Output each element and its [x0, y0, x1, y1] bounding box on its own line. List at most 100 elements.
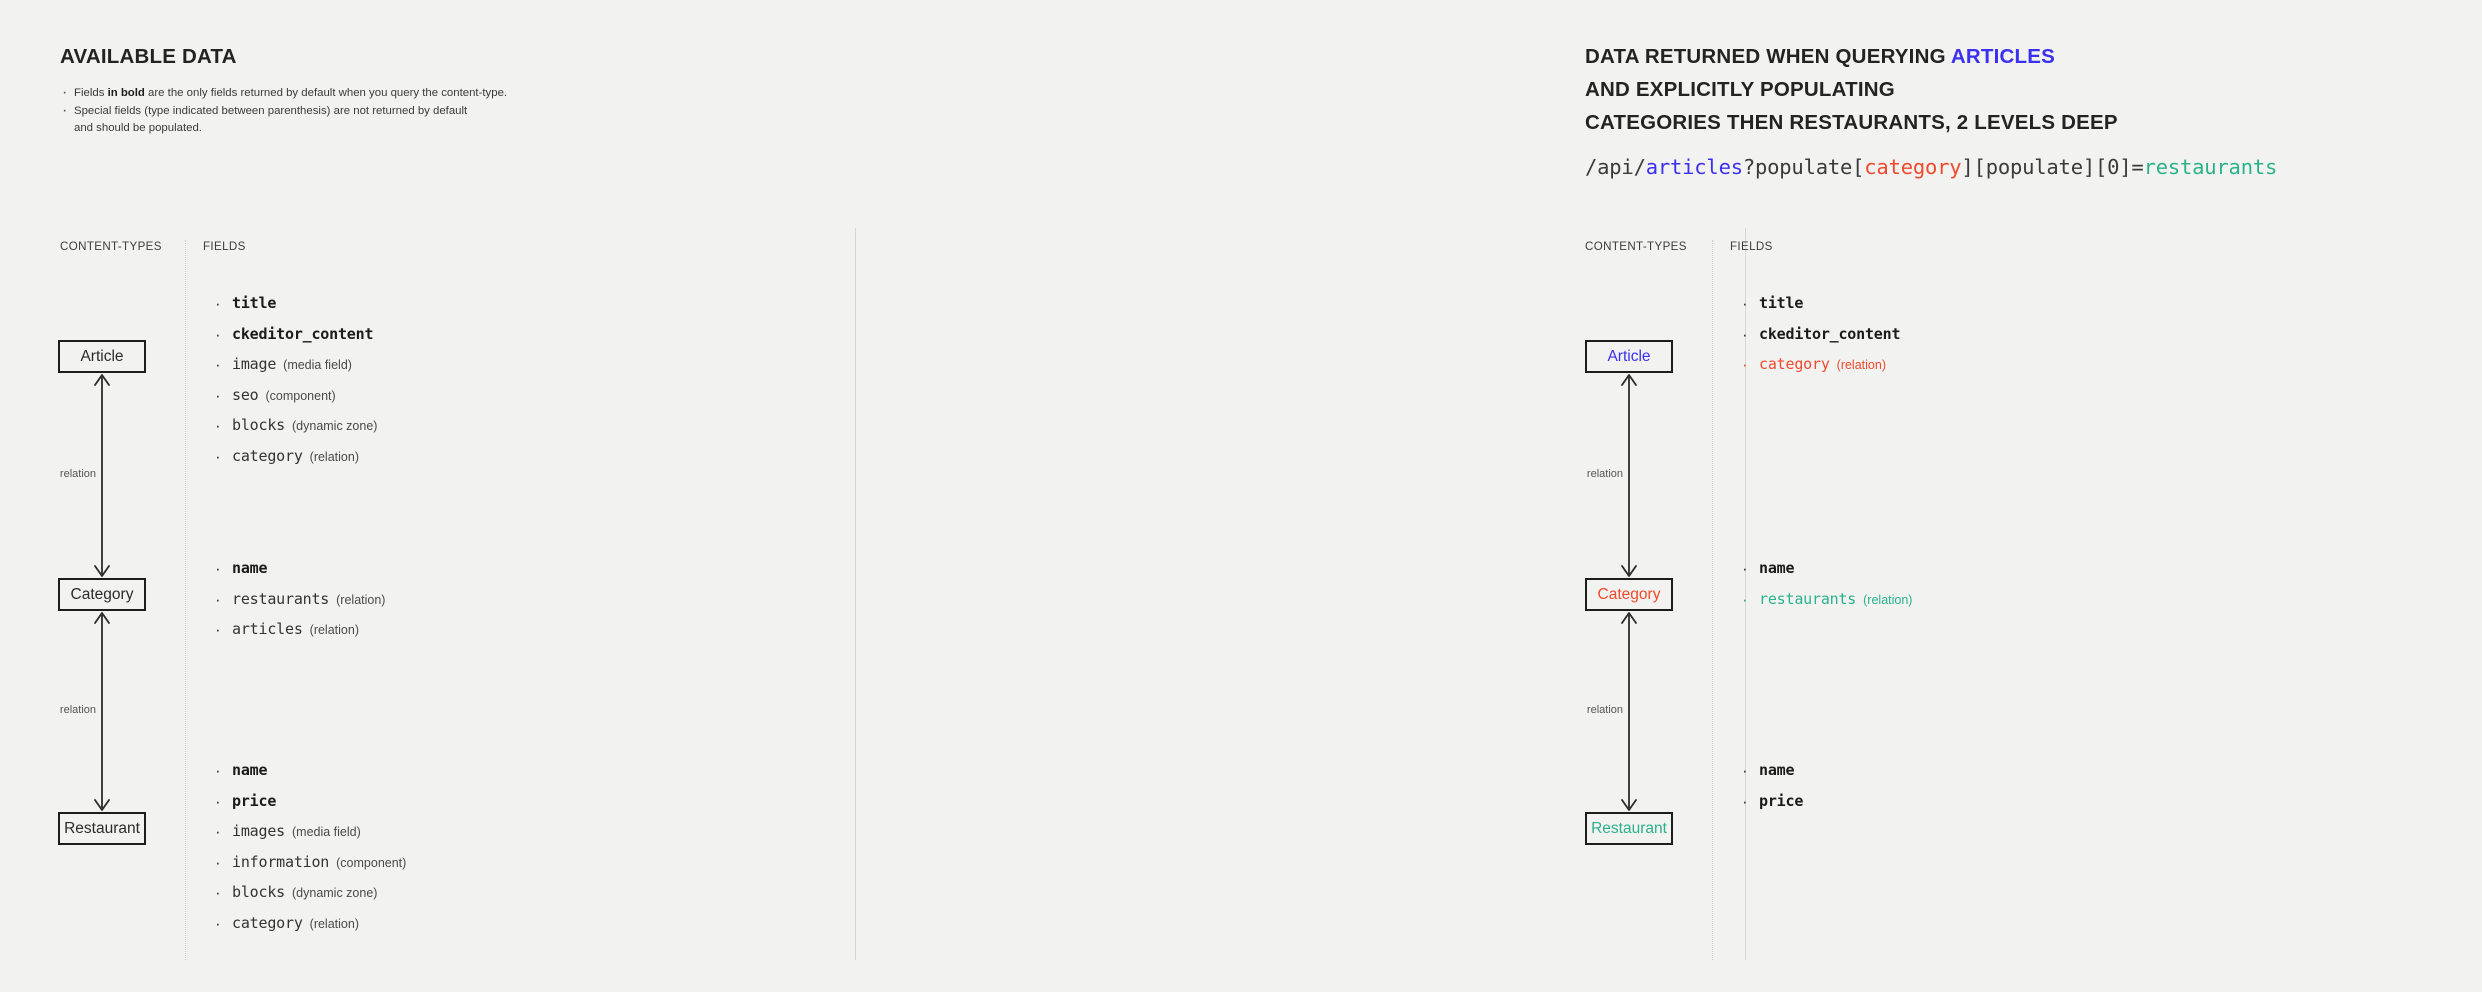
- field-row: ·category(relation): [213, 911, 406, 942]
- legend-notes: Fields in bold are the only fields retur…: [60, 84, 680, 138]
- fields-header-1: FIELDS: [203, 240, 246, 253]
- field-group-article-2: ·title·ckeditor_content·category(relatio…: [1740, 291, 1900, 383]
- entity-box-category-1[interactable]: Category: [58, 578, 146, 611]
- bullet-icon: ·: [215, 852, 221, 872]
- field-row: ·blocks(dynamic zone): [213, 413, 377, 444]
- field-row: · articles (relation): [213, 617, 385, 648]
- bullet-icon: ·: [215, 559, 221, 578]
- entity-box-label: Category: [1597, 585, 1661, 603]
- field-row: · title: [213, 291, 377, 322]
- field-row: · information (component): [213, 850, 406, 881]
- panel-divider-1: [855, 228, 856, 960]
- field-group-restaurant-2: · name · price: [1740, 758, 1803, 819]
- field-group-restaurant-1: ·name·price·images(media field)·informat…: [213, 758, 406, 942]
- field-row: ·images(media field): [213, 819, 406, 850]
- field-name: ckeditor_content: [1759, 324, 1901, 343]
- entity-box-label: Article: [1607, 347, 1651, 365]
- relation-label-1-1: relation: [59, 467, 96, 480]
- relation-arrow-2-2: [1609, 611, 1649, 812]
- field-name: articles: [232, 620, 303, 639]
- field-row: ·seo(component): [213, 383, 377, 414]
- field-group-article-1: ·title·ckeditor_content·image(media fiel…: [213, 291, 377, 475]
- field-name: category: [232, 446, 303, 465]
- bullet-icon: ·: [215, 294, 221, 313]
- panel-3: DATA RETURNED WHEN QUERYING CATEGORIESAN…: [1745, 0, 2482, 992]
- bullet-icon: ·: [1742, 355, 1748, 375]
- panel-divider-2: [1745, 228, 1746, 960]
- url-segment: category: [1864, 155, 1962, 179]
- field-row: · name: [1740, 758, 1803, 789]
- field-type: (relation): [309, 623, 359, 638]
- field-row: · category (relation): [1740, 352, 1900, 383]
- bullet-icon: ·: [215, 913, 221, 933]
- field-name: category: [1759, 355, 1830, 374]
- field-type: (relation): [309, 916, 359, 931]
- list-item: Special fields (type indicated between p…: [60, 102, 680, 138]
- field-row: · ckeditor_content: [1740, 322, 1900, 353]
- relation-label-1-2: relation: [59, 703, 96, 716]
- entity-box-restaurant-1[interactable]: Restaurant: [58, 812, 146, 845]
- column-dotted-divider-2: [1712, 240, 1713, 960]
- field-name: name: [232, 761, 268, 779]
- content-types-header-1: CONTENT-TYPES: [60, 240, 162, 253]
- field-row: ·blocks(dynamic zone): [213, 880, 406, 911]
- field-type: (relation): [1863, 592, 1913, 607]
- field-type: (relation): [336, 592, 386, 607]
- bullet-icon: ·: [215, 620, 221, 640]
- url-segment: ][populate][0]=: [1961, 155, 2144, 179]
- field-name: restaurants: [1759, 589, 1857, 608]
- relation-label-2-2: relation: [1586, 703, 1623, 716]
- field-type: (relation): [309, 449, 359, 464]
- bullet-icon: ·: [1742, 559, 1748, 578]
- list-item: Fields in bold are the only fields retur…: [60, 84, 680, 103]
- field-row: · restaurants (relation): [213, 587, 385, 618]
- bullet-icon: ·: [215, 791, 221, 811]
- bullet-icon: ·: [215, 385, 221, 405]
- entity-box-article-2[interactable]: Article: [1585, 340, 1673, 373]
- panel-title-1: AVAILABLE DATA: [60, 40, 237, 73]
- field-row: ·image(media field): [213, 352, 377, 383]
- content-types-header-2: CONTENT-TYPES: [1585, 240, 1687, 253]
- url-segment: restaurants: [2143, 155, 2278, 179]
- field-name: blocks: [232, 883, 285, 902]
- entity-box-article-1[interactable]: Article: [58, 340, 146, 373]
- field-type: (relation): [1836, 358, 1886, 373]
- bullet-icon: ·: [215, 761, 221, 780]
- entity-box-label: Category: [70, 585, 134, 603]
- field-name: name: [1759, 761, 1795, 779]
- field-name: information: [232, 852, 330, 871]
- column-dotted-divider-1: [185, 240, 186, 960]
- url-segment: articles: [1645, 155, 1743, 179]
- bullet-icon: ·: [1742, 324, 1748, 344]
- field-group-category-2: ·name·restaurants(relation): [1740, 556, 1912, 617]
- bullet-icon: ·: [215, 355, 221, 375]
- field-name: price: [1759, 791, 1804, 810]
- entity-box-restaurant-2[interactable]: Restaurant: [1585, 812, 1673, 845]
- bullet-icon: ·: [1742, 761, 1748, 780]
- field-group-category-1: ·name·restaurants(relation)·articles(rel…: [213, 556, 385, 648]
- field-row: ·ckeditor_content: [213, 322, 377, 353]
- field-name: name: [1759, 559, 1795, 577]
- field-row: ·price: [213, 789, 406, 820]
- field-type: (media field): [292, 825, 361, 840]
- title-line: CATEGORIES THEN RESTAURANTS, 2 LEVELS DE…: [1585, 111, 2118, 134]
- api-url-2: /api/articles?populate[category][populat…: [1585, 155, 2277, 179]
- bullet-icon: ·: [215, 589, 221, 609]
- fields-header-2: FIELDS: [1730, 240, 1773, 253]
- bullet-icon: ·: [215, 416, 221, 436]
- title-highlight: ARTICLES: [1950, 45, 2055, 68]
- field-type: (component): [336, 855, 407, 870]
- field-name: title: [232, 294, 277, 312]
- entity-box-category-2[interactable]: Category: [1585, 578, 1673, 611]
- field-row: ·title: [1740, 291, 1900, 322]
- field-type: (dynamic zone): [292, 886, 378, 901]
- field-name: restaurants: [232, 589, 330, 608]
- entity-box-label: Article: [80, 347, 124, 365]
- bullet-icon: ·: [1742, 791, 1748, 811]
- field-row: ·restaurants(relation): [1740, 587, 1912, 618]
- title-line: AND EXPLICITLY POPULATING: [1585, 78, 1895, 101]
- field-name: image: [232, 355, 277, 374]
- field-name: ckeditor_content: [232, 324, 374, 343]
- url-segment: /api/: [1585, 155, 1646, 179]
